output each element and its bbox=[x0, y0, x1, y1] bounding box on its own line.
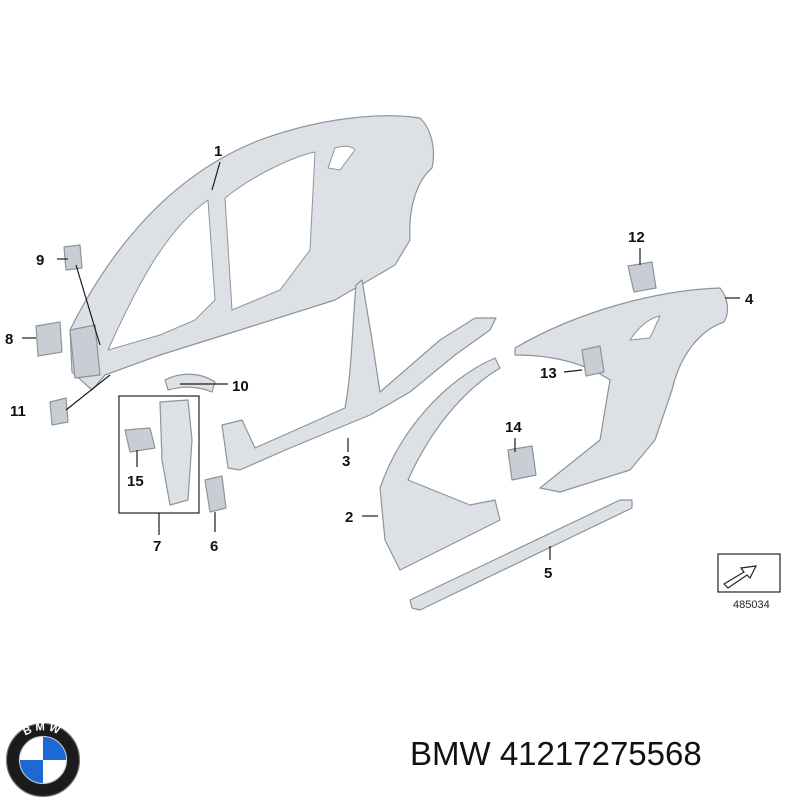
callout-12: 12 bbox=[628, 229, 645, 246]
part-10-bracket bbox=[164, 373, 216, 393]
callout-8: 8 bbox=[5, 331, 13, 348]
callout-15: 15 bbox=[127, 473, 144, 490]
bmw-roundel-icon: BMW bbox=[5, 722, 81, 798]
callout-14: 14 bbox=[505, 419, 522, 436]
part-5-rocker-sill bbox=[409, 499, 633, 611]
part-6-bracket bbox=[204, 475, 227, 513]
callout-13: 13 bbox=[540, 365, 557, 382]
part-1-side-frame bbox=[69, 115, 435, 391]
callout-6: 6 bbox=[210, 538, 218, 555]
part-11-bracket bbox=[49, 397, 69, 426]
callout-1: 1 bbox=[214, 143, 222, 160]
part-15-bracket bbox=[124, 427, 156, 453]
part-4-rear-panel bbox=[514, 287, 729, 493]
callout-10: 10 bbox=[232, 378, 249, 395]
part-12-bracket bbox=[627, 261, 657, 293]
part-caption: BMW 41217275568 bbox=[410, 735, 790, 785]
part-8-bracket bbox=[35, 321, 63, 357]
part-14-bracket bbox=[507, 445, 537, 481]
callout-4: 4 bbox=[745, 291, 754, 308]
caption-brand: BMW bbox=[410, 735, 491, 772]
part-2-a-pillar bbox=[379, 357, 501, 571]
arrow-icon bbox=[723, 565, 758, 589]
part-3-inner-sill bbox=[221, 279, 497, 471]
callout-7: 7 bbox=[153, 538, 161, 555]
part-7-pillar-reinforcement bbox=[159, 399, 193, 506]
callout-2: 2 bbox=[345, 509, 353, 526]
caption-part-number: 41217275568 bbox=[499, 735, 702, 772]
svg-text:BMW: BMW bbox=[21, 722, 64, 738]
callout-9: 9 bbox=[36, 252, 44, 269]
callout-5: 5 bbox=[544, 565, 552, 582]
reference-code: 485034 bbox=[733, 599, 770, 611]
part-13-bracket bbox=[581, 345, 605, 377]
reference-badge: 485034 bbox=[717, 553, 781, 611]
leader-lines bbox=[22, 161, 740, 560]
part-9-bracket bbox=[63, 244, 83, 271]
callout-3: 3 bbox=[342, 453, 350, 470]
callout-11: 11 bbox=[10, 403, 26, 420]
